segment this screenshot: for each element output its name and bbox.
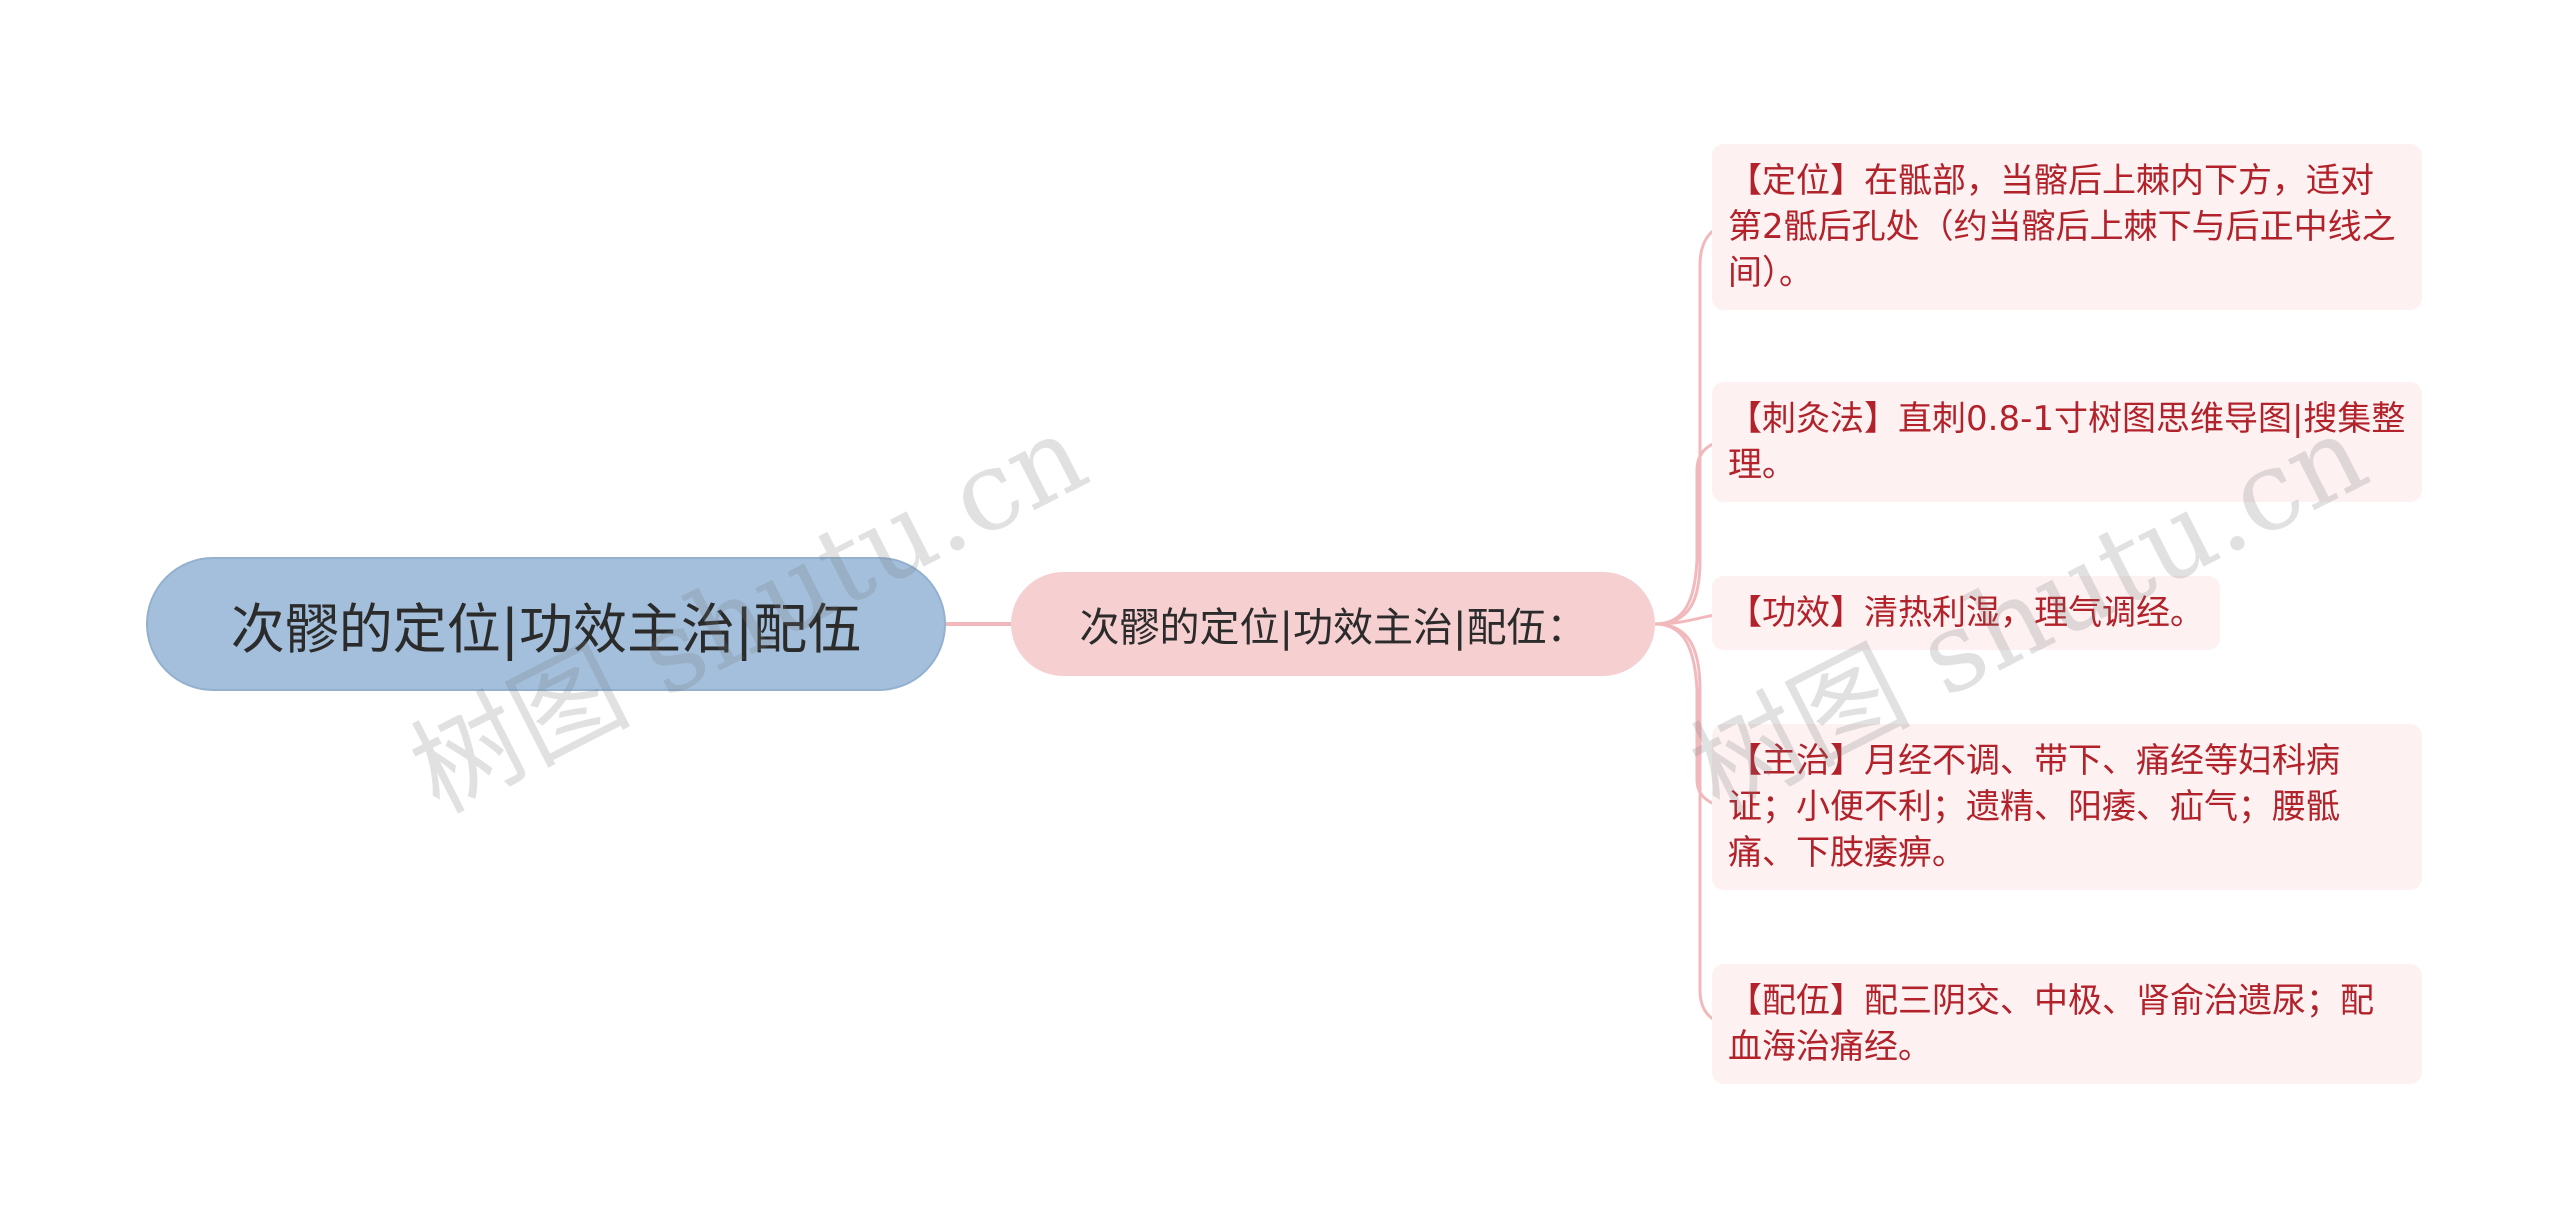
root-node[interactable]: 次髎的定位|功效主治|配伍 <box>146 557 946 691</box>
root-node-label: 次髎的定位|功效主治|配伍 <box>230 597 862 661</box>
leaf-node-text: 【配伍】配三阴交、中极、肾俞治遗尿；配血海治痛经。 <box>1728 981 2374 1067</box>
leaf-node-combination[interactable]: 【配伍】配三阴交、中极、肾俞治遗尿；配血海治痛经。 <box>1712 964 2422 1084</box>
leaf-node-text: 【主治】月经不调、带下、痛经等妇科病证；小便不利；遗精、阳痿、疝气；腰骶痛、下肢… <box>1728 741 2340 873</box>
branch-node[interactable]: 次髎的定位|功效主治|配伍： <box>1011 572 1655 676</box>
leaf-node-text: 【定位】在骶部，当髂后上棘内下方，适对第2骶后孔处（约当髂后上棘下与后正中线之间… <box>1728 161 2396 293</box>
leaf-node-text: 【功效】清热利湿，理气调经。 <box>1728 593 2204 633</box>
leaf-node-needling[interactable]: 【刺灸法】直刺0.8-1寸树图思维导图|搜集整理。 <box>1712 382 2422 502</box>
leaf-node-text: 【刺灸法】直刺0.8-1寸树图思维导图|搜集整理。 <box>1728 399 2406 485</box>
leaf-connector-2 <box>1654 439 1729 626</box>
leaf-connector-4 <box>1654 622 1729 808</box>
leaf-node-location[interactable]: 【定位】在骶部，当髂后上棘内下方，适对第2骶后孔处（约当髂后上棘下与后正中线之间… <box>1712 144 2422 310</box>
branch-node-label: 次髎的定位|功效主治|配伍： <box>1079 605 1587 651</box>
leaf-node-indications[interactable]: 【主治】月经不调、带下、痛经等妇科病证；小便不利；遗精、阳痿、疝气；腰骶痛、下肢… <box>1712 724 2422 890</box>
leaf-node-effect[interactable]: 【功效】清热利湿，理气调经。 <box>1712 576 2220 650</box>
